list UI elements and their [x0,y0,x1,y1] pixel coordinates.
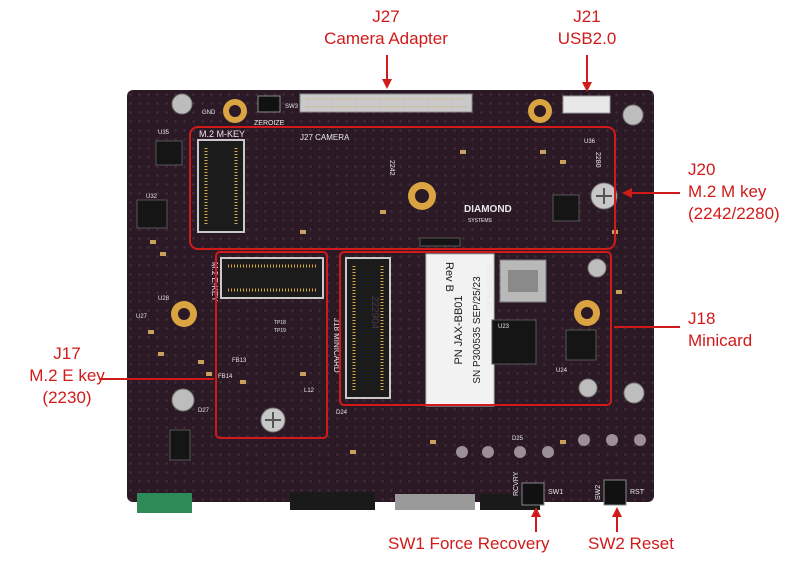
callout-j21-desc: USB2.0 [557,29,617,48]
silk-sw1: SW1 [548,489,563,496]
callout-j17-desc: M.2 E key [29,366,105,385]
ic-chip [565,329,597,361]
standoff-screw [623,382,645,404]
m2-e-key-slot [220,257,324,299]
silk-m2-e-key: M.2 E-KEY [210,262,219,302]
ethernet-jack-left [290,492,375,510]
silk-rst: RST [630,489,645,496]
silk-u36: U36 [584,139,596,145]
highlight-j17-m2-e-key [215,251,328,439]
sw3-switch [257,95,281,113]
silk-brand-sub: SYSTEMS [468,218,493,224]
camera-connector [299,93,473,113]
m2-m-key-slot [197,139,245,233]
callout-j17: J17 M.2 E key (2230) [2,343,132,409]
sticker-serial: SN P300535 SEP/25/23 [472,276,483,384]
callout-j27-ref: J27 [372,7,400,26]
silk-u35: U35 [158,130,170,136]
silk-brand: DIAMOND [464,204,512,215]
highlight-j20-m2-m-key [189,126,616,250]
standoff-screw [587,258,607,278]
callout-j18: J18 Minicard [688,308,752,352]
standoff-screw [171,388,195,412]
power-connector [137,493,192,513]
callout-j17-detail: (2230) [42,388,92,407]
silk-gnd: GND [202,110,216,116]
highlight-j18-minicard [339,251,612,406]
standoff-screw [171,93,193,115]
callout-j27: J27 Camera Adapter [311,6,461,50]
silk-tp19: TP19 [274,328,286,334]
silk-222904: 222904 [369,296,380,330]
callout-j18-ref: J18 [688,309,716,328]
board-label-sticker [425,253,495,407]
silk-rcvry: RCVRY [513,471,520,496]
ic-chip [491,319,537,365]
silk-d25: D25 [512,436,524,442]
callout-j21: J21 USB2.0 [545,6,629,50]
silk-minicard: J18 MINICARD [332,318,341,373]
silk-u32: U32 [146,194,158,200]
sticker-rev: Rev B [443,262,455,292]
silk-u24: U24 [556,368,568,374]
callout-sw1-label: SW1 Force Recovery [388,534,550,553]
usb-jack-bottom [395,494,475,510]
ic-chip [136,199,168,229]
callout-j20: J20 M.2 M key (2242/2280) [688,159,780,225]
callout-j20-desc: M.2 M key [688,182,767,201]
sw1-button [521,482,545,506]
ic-chip [169,429,191,461]
callout-sw2-label: SW2 Reset [588,534,674,553]
silk-camera: J27 CAMERA [300,133,350,142]
usb-connector [562,95,611,114]
silk-m2-m-key: M.2 M-KEY [199,129,245,139]
callout-sw1: SW1 Force Recovery [388,533,550,555]
ic-chip [552,194,580,222]
silk-sw2: SW2 [595,485,602,500]
silk-fb13: FB13 [232,358,247,364]
callout-j20-ref: J20 [688,160,716,179]
callout-j20-detail: (2242/2280) [688,204,780,223]
silk-2242: 2242 [388,160,395,176]
ic-chip [155,140,183,166]
via-holes [456,434,646,458]
sw2-button [603,479,627,506]
silk-l12: L12 [304,388,315,394]
silk-u28: U28 [158,296,170,302]
callout-j21-ref: J21 [573,7,601,26]
silk-u23: U23 [498,324,510,330]
silk-d27: D27 [198,408,210,414]
silk-fb14: FB14 [218,374,233,380]
callout-j17-ref: J17 [53,344,81,363]
standoff-screw [622,104,644,126]
silk-sw3: SW3 [285,104,299,110]
silk-2280: 2280 [594,152,601,168]
callout-j18-desc: Minicard [688,331,753,350]
standoff-screw [578,378,598,398]
ic-chip [419,237,461,247]
silk-nano-sim: J19 NANO SIM [487,264,494,312]
callout-sw2: SW2 Reset [588,533,674,555]
silk-tp18: TP18 [274,320,286,326]
silk-d24: D24 [336,410,348,416]
silk-u27: U27 [136,314,148,320]
sticker-part-number: PN JAX-BB01 [453,295,465,364]
callout-j27-desc: Camera Adapter [324,29,448,48]
silk-zeroize: ZEROIZE [254,120,285,127]
